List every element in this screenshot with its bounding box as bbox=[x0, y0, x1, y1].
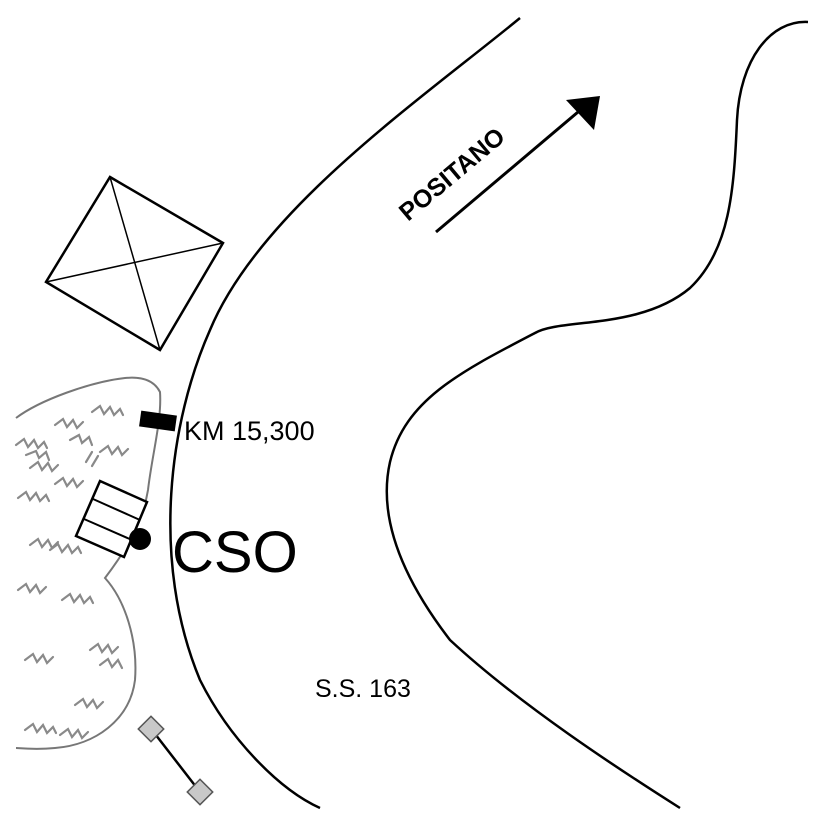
road-edge-inner bbox=[385, 20, 809, 810]
rectangle-marker-icon bbox=[139, 410, 177, 432]
direction-label: POSITANO bbox=[394, 122, 511, 226]
road-edge-outer bbox=[169, 17, 521, 810]
station-label: CSO bbox=[172, 520, 298, 585]
dot-icon bbox=[129, 528, 151, 550]
shrub-icon bbox=[14, 404, 130, 740]
linked-squares-icon bbox=[137, 715, 214, 806]
kilometer-label: KM 15,300 bbox=[184, 416, 315, 446]
road-label: S.S. 163 bbox=[315, 675, 411, 703]
vegetation-area bbox=[14, 376, 162, 750]
vegetation-outline bbox=[15, 376, 162, 750]
arrow-icon bbox=[435, 96, 600, 234]
building-crossed-square bbox=[44, 175, 225, 352]
